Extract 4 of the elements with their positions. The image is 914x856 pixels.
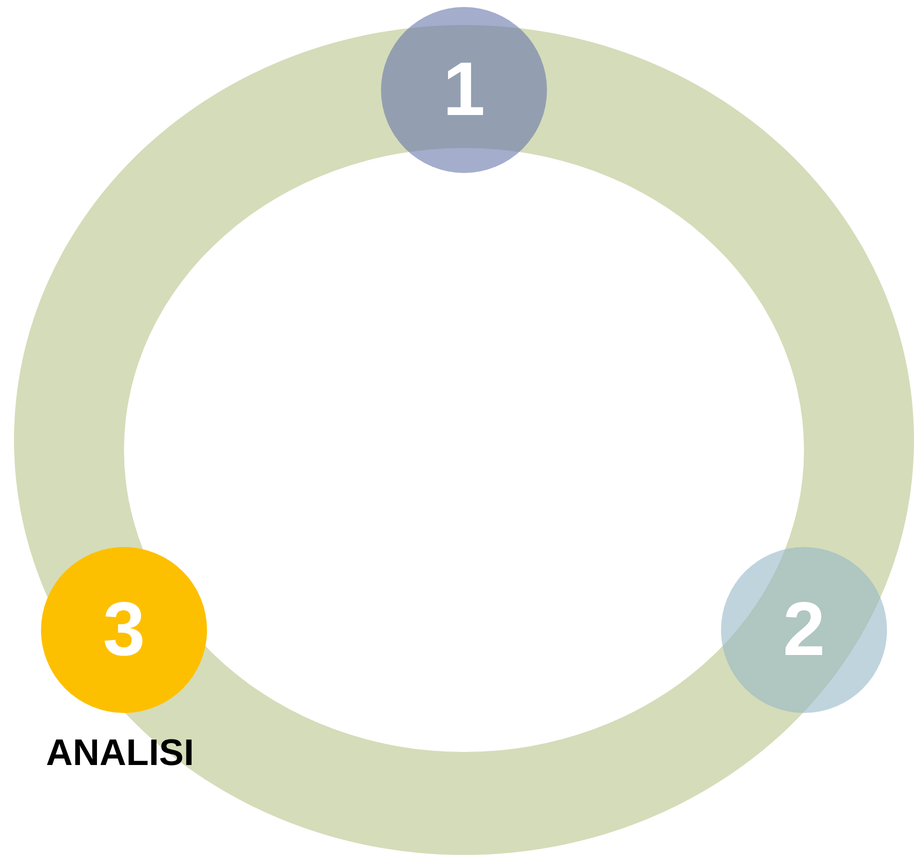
step-number: 1 bbox=[442, 52, 486, 128]
step-number: 3 bbox=[102, 592, 146, 668]
step-label: ANALISI bbox=[45, 732, 195, 774]
step-number: 2 bbox=[782, 592, 826, 668]
